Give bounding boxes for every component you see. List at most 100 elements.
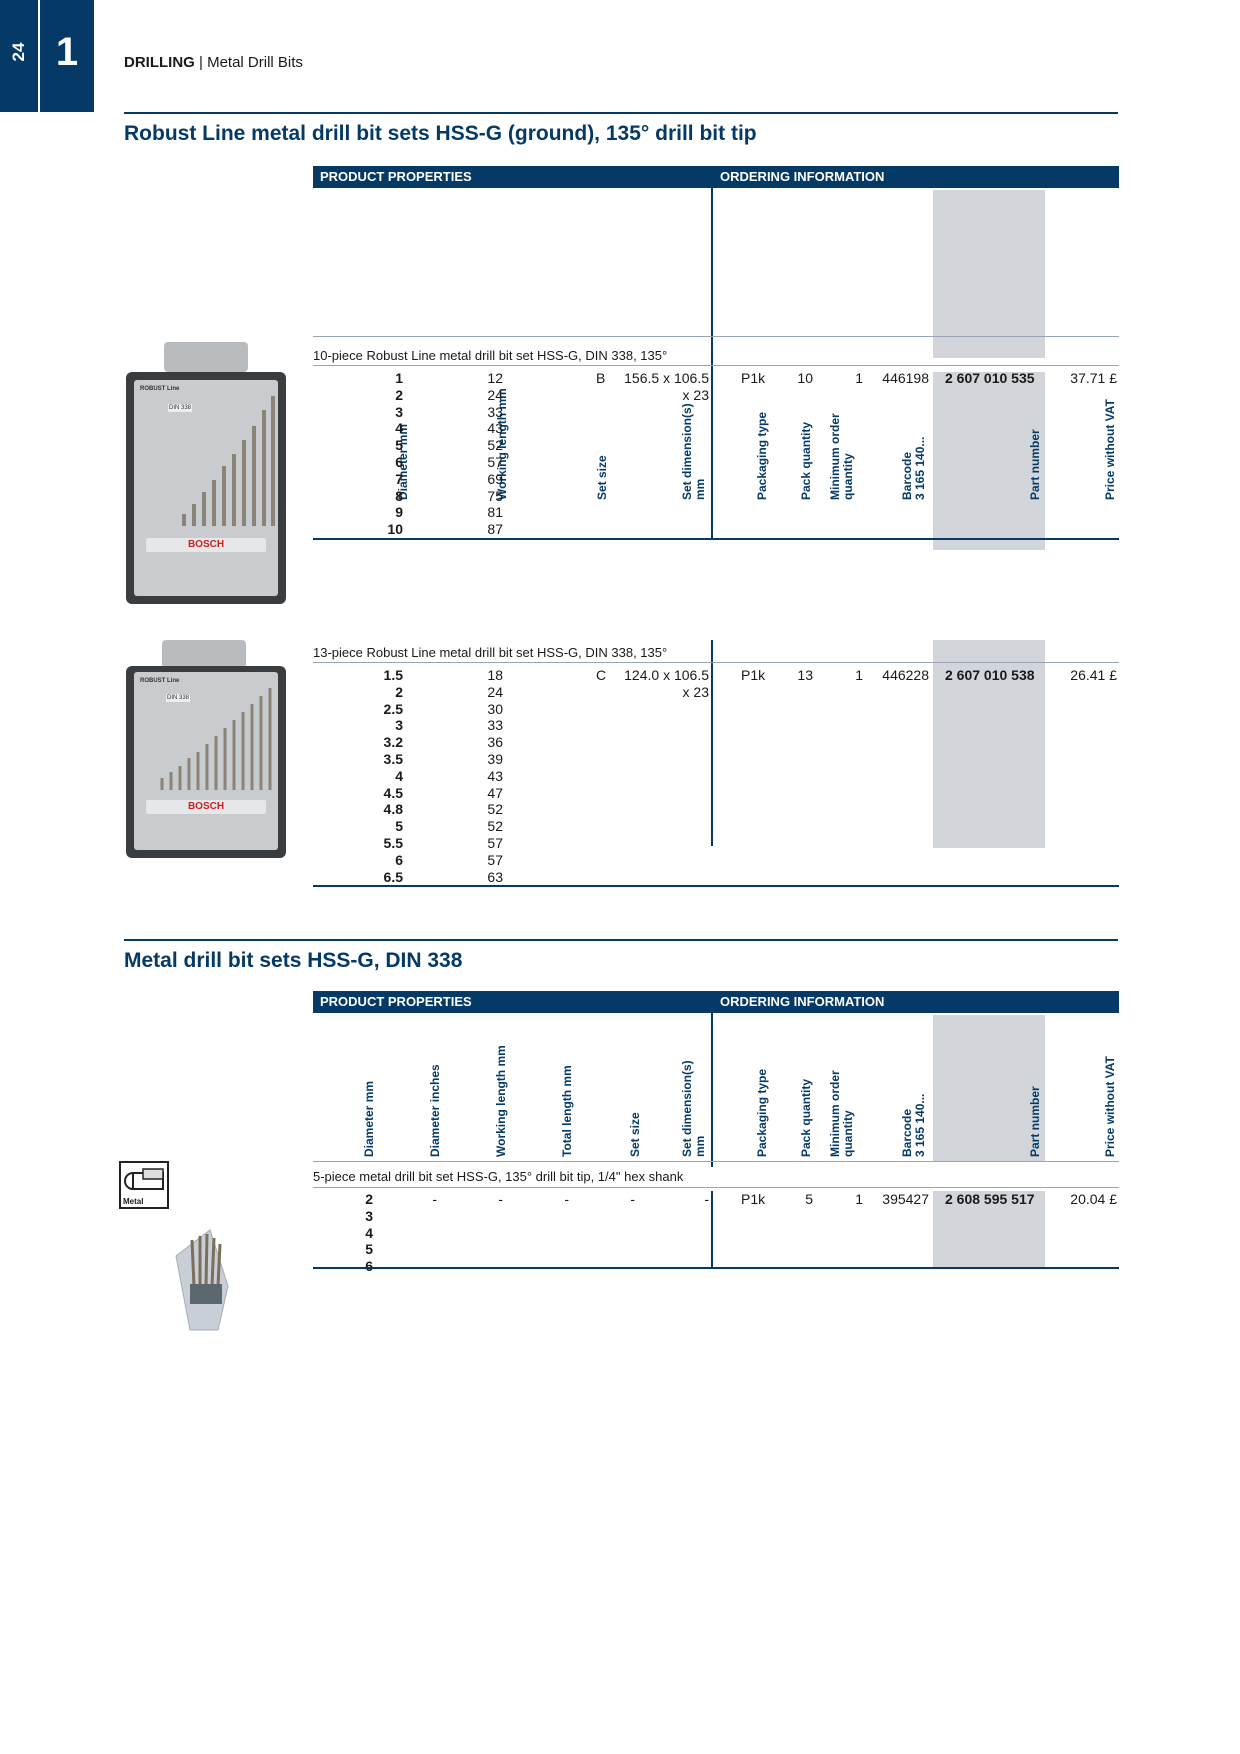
packaging-cell: P1k: [741, 667, 766, 683]
drill-bit: [160, 688, 272, 790]
set-dimension-cell: x 23: [682, 387, 709, 403]
column-divider: [711, 640, 713, 846]
price-cell: 37.71 £: [1070, 370, 1117, 386]
diameter-list: 1.5 2 2.5 3 3.2 3.5 4 4.5 4.8 5 5.5 6 6.…: [353, 667, 403, 885]
part-number-shade: [933, 640, 1045, 848]
case-hanger: [162, 640, 246, 668]
table-cell: 4: [395, 420, 403, 437]
barcode-cell: 395427: [882, 1191, 929, 1207]
min-order-cell: 1: [855, 667, 863, 683]
case-label: ROBUST Line: [140, 678, 180, 684]
product-end-rule: [313, 1267, 1119, 1269]
din-label: DIN 338: [168, 404, 193, 412]
page-number: 24: [9, 42, 28, 62]
table-cell: 3: [395, 403, 403, 420]
column-divider: [711, 166, 713, 538]
table-cell: 1.5: [383, 667, 403, 683]
set-size-cell: -: [630, 1191, 635, 1207]
table-cell: 52: [487, 818, 503, 835]
table-cell: 2: [395, 386, 403, 403]
product-table: PRODUCT PROPERTIES ORDERING INFORMATION …: [313, 166, 1119, 886]
running-head: DRILLING | Metal Drill Bits: [124, 54, 303, 71]
table-cell: 24: [487, 683, 503, 700]
pack-qty-cell: 10: [797, 370, 813, 386]
table-cell: 30: [487, 700, 503, 717]
table-cell: 3.2: [383, 734, 403, 751]
set-dimension-cell: 124.0 x 106.5: [624, 667, 709, 683]
product-image-13-piece-set: ROBUST Line DIN 338 BOSCH: [126, 640, 286, 858]
part-number-cell: 2 608 595 517: [945, 1191, 1035, 1207]
drill-bits-graphic: [182, 396, 275, 526]
table-cell: 9: [395, 504, 403, 521]
price-cell: 26.41 £: [1070, 667, 1117, 683]
table-cell: 57: [487, 851, 503, 868]
product-end-rule: [313, 885, 1119, 887]
running-head-separator: |: [199, 54, 203, 71]
case-hanger: [164, 342, 248, 372]
set-size-cell: B: [596, 370, 606, 386]
column-header-diameter: Diameter mm: [362, 1080, 376, 1157]
section-title: Robust Line metal drill bit sets HSS-G (…: [124, 122, 757, 145]
table-cell: 6: [395, 453, 403, 470]
part-number-shade: [933, 372, 1045, 550]
ordering-information-header: ORDERING INFORMATION: [713, 166, 1119, 188]
table-body: 10-piece Robust Line metal drill bit set…: [313, 166, 1119, 887]
brand-logo: BOSCH: [146, 800, 266, 814]
table-cell: 3: [395, 717, 403, 734]
table-cell: 52: [487, 437, 503, 454]
table-cell: 5: [395, 818, 403, 835]
table-cell: 6: [395, 851, 403, 868]
table-cell: 33: [487, 717, 503, 734]
table-cell: 87: [487, 521, 503, 538]
brand-logo: BOSCH: [146, 538, 266, 552]
column-divider: [711, 1191, 713, 1267]
table-cell: 57: [487, 834, 503, 851]
total-length-cell: -: [564, 1191, 569, 1207]
drill-bit: [182, 396, 275, 526]
chapter-number: 1: [55, 30, 79, 74]
table-cell: 4: [395, 767, 403, 784]
product-properties-header: PRODUCT PROPERTIES: [313, 991, 711, 1013]
section-rule: [124, 112, 1118, 114]
drill-bits-graphic: [160, 688, 272, 790]
diameter-list: 1 2 3 4 5 6 7 8 9 10: [353, 370, 403, 538]
column-header-pack-quantity: Pack quantity: [799, 1078, 813, 1157]
chapter-tab: 1: [40, 0, 94, 112]
material-icon-label: Metal: [123, 1197, 144, 1206]
table-cell: 8: [395, 487, 403, 504]
header-divider: [313, 336, 1119, 337]
product-caption: 13-piece Robust Line metal drill bit set…: [313, 645, 668, 660]
table-cell: 6: [333, 1258, 373, 1275]
section-rule: [124, 939, 1118, 941]
price-cell: 20.04 £: [1070, 1191, 1117, 1207]
barcode-cell: 446198: [882, 370, 929, 386]
table-cell: 5.5: [383, 834, 403, 851]
pack-qty-cell: 5: [805, 1191, 813, 1207]
table-cell: 57: [487, 453, 503, 470]
table-cell: 47: [487, 784, 503, 801]
table-cell: 69: [487, 470, 503, 487]
page-number-tab: 24: [0, 0, 38, 112]
table-cell: 12: [487, 370, 503, 386]
column-headers: Diameter mm Diameter inches Working leng…: [313, 1015, 1119, 1157]
column-header-part-number: Part number: [1028, 1086, 1042, 1157]
column-divider: [711, 991, 713, 1167]
ordering-information-header: ORDERING INFORMATION: [713, 991, 1119, 1013]
table-cell: 5: [365, 1241, 373, 1258]
part-number-shade: [933, 1191, 1045, 1267]
set-size-cell: C: [596, 667, 607, 683]
table-cell: 43: [487, 420, 503, 437]
table-cell: 6.5: [383, 868, 403, 885]
product-image-10-piece-set: ROBUST Line DIN 338 BOSCH: [126, 342, 286, 604]
table-cell: 4.5: [383, 784, 403, 801]
table-cell: 81: [487, 504, 503, 521]
table-cell: 3.5: [383, 750, 403, 767]
drill-set-holder-graphic: [175, 1229, 229, 1331]
table-cell: 36: [487, 734, 503, 751]
caption-divider: [313, 662, 1119, 663]
pack-qty-cell: 13: [797, 667, 813, 683]
section-title: Metal drill bit sets HSS-G, DIN 338: [124, 949, 463, 972]
set-dimension-cell: 156.5 x 106.5: [624, 370, 709, 386]
set-dimension-cell: -: [704, 1191, 709, 1207]
column-header-price: Price without VAT: [1103, 1056, 1117, 1157]
